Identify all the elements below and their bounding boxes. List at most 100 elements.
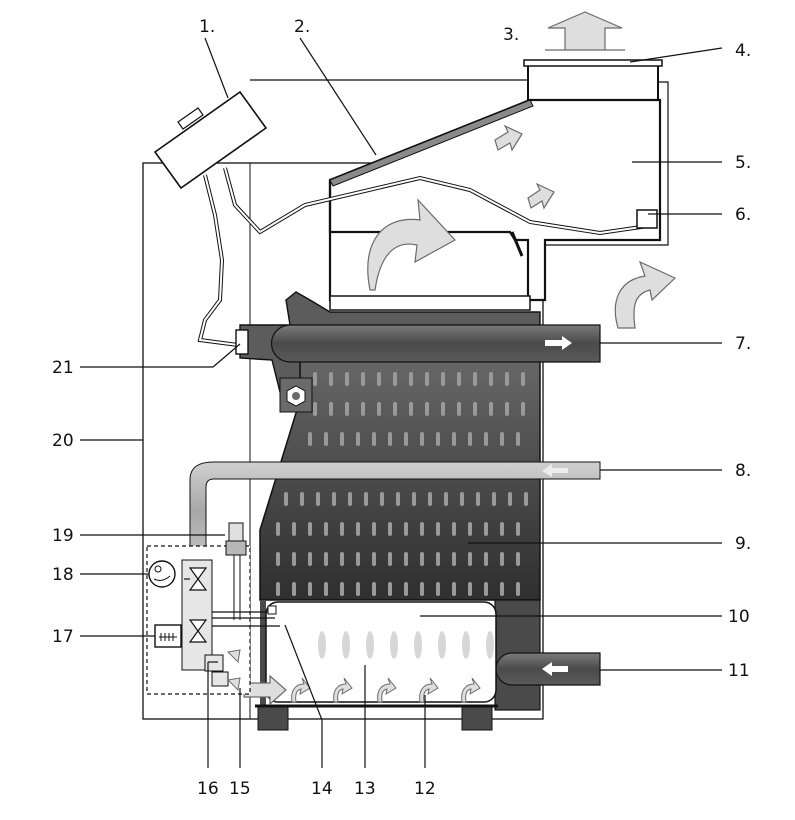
- fin: [377, 372, 381, 386]
- fin: [468, 522, 472, 536]
- fin: [436, 432, 440, 446]
- flow-pipe: [270, 324, 601, 363]
- fin: [316, 492, 320, 506]
- fin: [276, 522, 280, 536]
- flame: [342, 631, 350, 659]
- fin: [516, 582, 520, 596]
- fin: [404, 522, 408, 536]
- air-arrow: [419, 677, 439, 703]
- fin: [340, 552, 344, 566]
- label-7: 7.: [735, 334, 751, 354]
- fin: [500, 582, 504, 596]
- burner-foot-right: [461, 705, 493, 731]
- fin: [516, 552, 520, 566]
- fin: [516, 432, 520, 446]
- pressure-switch: [225, 522, 247, 620]
- fin: [377, 402, 381, 416]
- fin: [292, 582, 296, 596]
- fin: [500, 552, 504, 566]
- label-11: 11: [728, 661, 750, 681]
- label-10: 10: [728, 607, 750, 627]
- fin: [409, 372, 413, 386]
- fin: [345, 402, 349, 416]
- fin: [308, 552, 312, 566]
- flue-sensor: [636, 209, 658, 229]
- fin: [468, 552, 472, 566]
- label-6: 6.: [735, 205, 751, 225]
- label-19: 19: [52, 526, 74, 546]
- fin: [276, 552, 280, 566]
- thermocouple: [212, 605, 280, 627]
- top-panel: [329, 99, 534, 187]
- fin: [441, 402, 445, 416]
- fin: [420, 552, 424, 566]
- fin: [324, 432, 328, 446]
- leader-lines: [80, 37, 723, 768]
- air-arrows: [291, 677, 481, 703]
- label-2: 2.: [294, 17, 310, 37]
- fin: [425, 402, 429, 416]
- callout-labels: 1. 2. 3. 4. 5. 6. 7. 8. 9. 10 11 12 13 1…: [52, 17, 751, 799]
- fin: [372, 522, 376, 536]
- fin: [420, 432, 424, 446]
- flame: [414, 631, 422, 659]
- fin: [420, 582, 424, 596]
- fin: [329, 372, 333, 386]
- fin: [356, 432, 360, 446]
- air-arrow: [461, 677, 481, 703]
- fin: [388, 582, 392, 596]
- fin: [473, 402, 477, 416]
- fin: [484, 552, 488, 566]
- fin: [356, 582, 360, 596]
- label-16: 16: [197, 779, 219, 799]
- label-3: 3.: [503, 25, 519, 45]
- label-20: 20: [52, 431, 74, 451]
- fin: [313, 372, 317, 386]
- flame: [462, 631, 470, 659]
- fin: [361, 372, 365, 386]
- fin: [393, 402, 397, 416]
- flue-arrows: [367, 11, 677, 329]
- hex-nut: [279, 377, 313, 413]
- fin: [468, 582, 472, 596]
- label-13: 13: [354, 779, 376, 799]
- air-arrow: [291, 677, 311, 703]
- fin: [372, 432, 376, 446]
- fin: [332, 492, 336, 506]
- fin: [484, 582, 488, 596]
- fin: [308, 522, 312, 536]
- fin: [489, 372, 493, 386]
- fin: [345, 372, 349, 386]
- flame: [486, 631, 494, 659]
- label-21: 21: [52, 358, 74, 378]
- fin: [292, 552, 296, 566]
- fin: [388, 552, 392, 566]
- fin: [476, 492, 480, 506]
- fin: [348, 492, 352, 506]
- fin: [516, 522, 520, 536]
- fin: [356, 552, 360, 566]
- draft-hood: [328, 59, 663, 311]
- fin: [404, 582, 408, 596]
- fin: [412, 492, 416, 506]
- fin: [276, 582, 280, 596]
- label-17: 17: [52, 627, 74, 647]
- label-5: 5.: [735, 153, 751, 173]
- gas-dial: [148, 560, 176, 588]
- damper-flap: [510, 231, 524, 257]
- fin: [324, 552, 328, 566]
- fin: [308, 432, 312, 446]
- fin: [521, 402, 525, 416]
- ignition-coil: [154, 624, 182, 648]
- fin: [521, 372, 525, 386]
- fin: [460, 492, 464, 506]
- hood-outer-line: [545, 81, 669, 246]
- fin: [356, 522, 360, 536]
- gas-inlet-pipe: [495, 652, 601, 686]
- fin: [492, 492, 496, 506]
- fin: [364, 492, 368, 506]
- fin: [457, 372, 461, 386]
- fin: [396, 492, 400, 506]
- label-4: 4.: [735, 41, 751, 61]
